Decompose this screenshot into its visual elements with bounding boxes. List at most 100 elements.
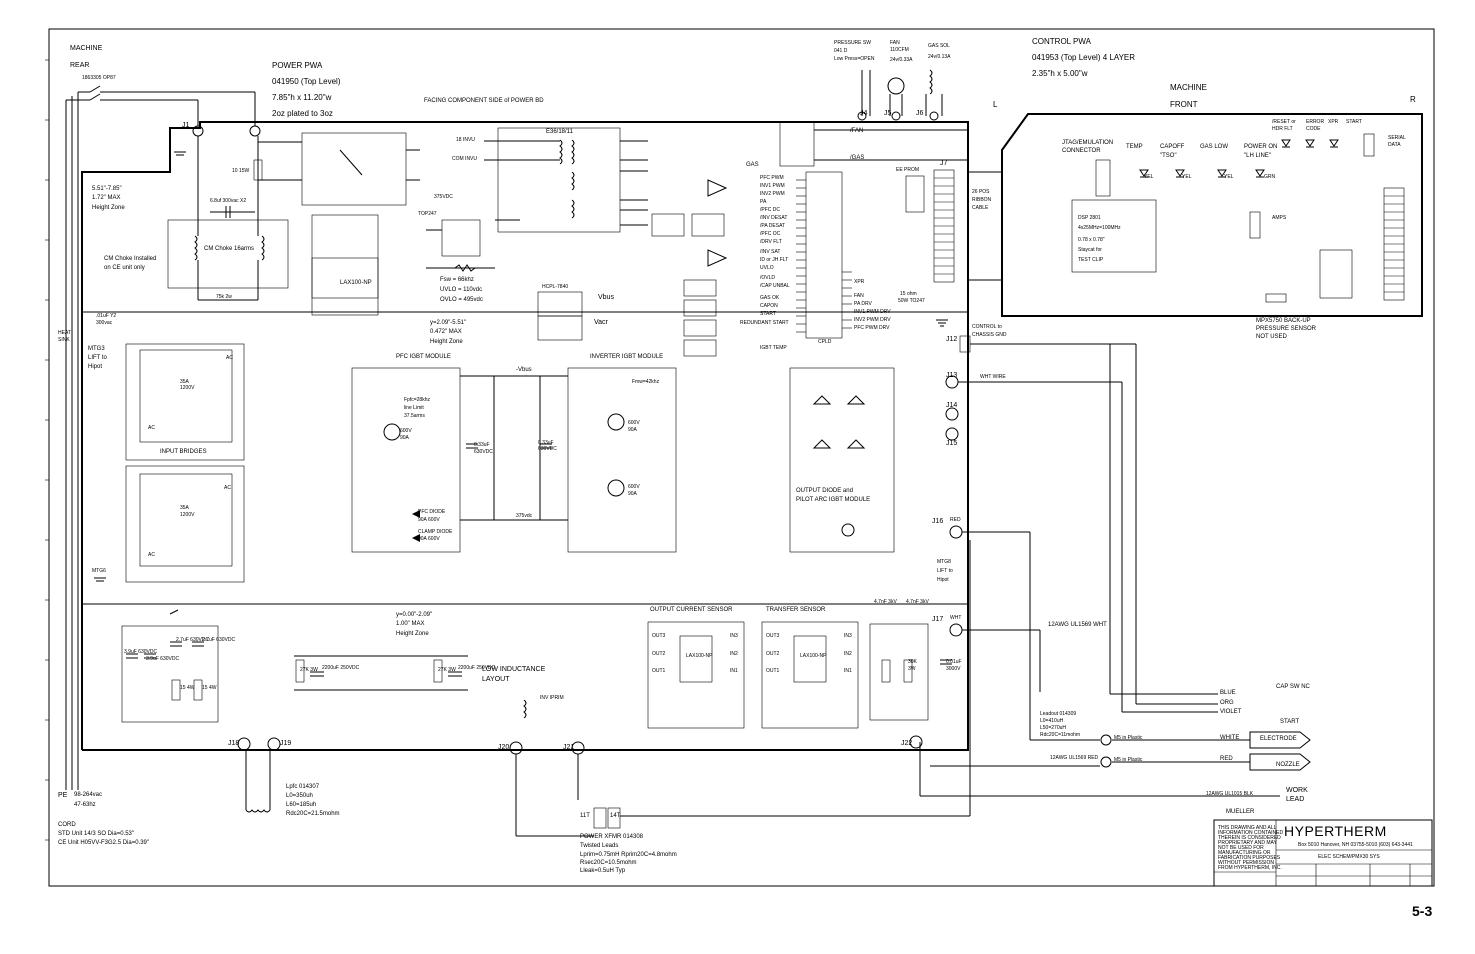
notice-5: NOT BE USED FOR <box>1218 845 1264 851</box>
mtg8-hipot: Hipot <box>937 577 949 583</box>
lax100-power: LAX100-NP <box>340 280 372 286</box>
lead-label: LEAD <box>1286 796 1305 803</box>
input-voltage: 98-264vac <box>74 792 103 798</box>
ovlo-label: OVLO = 495vdc <box>440 297 483 303</box>
left-marker: L <box>993 100 998 109</box>
xfmr-lleak: Lleak=0.5uH Typ <box>580 868 626 874</box>
mtg8-lift: LIFT to <box>937 568 953 574</box>
gas-label: GAS <box>746 162 759 168</box>
cpld-in-10: ID or JH FLT <box>760 257 789 263</box>
cpld-out-3: INV1 PWM DRV <box>854 309 891 315</box>
res-75k: 75k 2w <box>216 294 232 300</box>
rear-tag: 1863305 OP87 <box>82 75 116 81</box>
heatsink-label-1: HEAT <box>58 330 71 336</box>
machine-front-label: MACHINE <box>1170 83 1207 92</box>
gas-sol-label: GAS SOL <box>928 43 950 49</box>
awg12-red-label: 12AWG UL1569 RED <box>1050 755 1099 761</box>
gas-low-led-label: GAS LOW <box>1200 144 1229 150</box>
ts-in2: IN2 <box>844 651 852 657</box>
xfmr-part: POWER XFMR 014308 <box>580 834 644 840</box>
notice-9: FROM HYPERTHERM, INC. <box>1218 865 1282 871</box>
capoff-yel: YEL <box>1182 174 1192 180</box>
company-address: Box 5010 Hanover, NH 03755-5010 (603) 64… <box>1298 842 1413 848</box>
bridge1-voltage: 1200V <box>180 385 195 391</box>
connector-j22: J22 <box>901 740 913 747</box>
ee-prom-label: EE PROM <box>896 167 920 173</box>
capoff-led-label: CAPOFF <box>1160 144 1185 150</box>
ts-out1: OUT1 <box>766 668 780 674</box>
wht-label: WHT <box>950 615 962 621</box>
fan-label: FAN <box>890 40 900 46</box>
e36-label: E36/18/11 <box>546 129 573 135</box>
pfc-igbt-v: 600V <box>400 428 412 434</box>
mpx-pressure: PRESSURE SENSOR <box>1256 326 1317 332</box>
cm-choke-note-1: CM Choke Installed <box>104 256 157 262</box>
serial-data-label: DATA <box>1388 142 1401 148</box>
cpld-out-0: XPR <box>854 279 865 285</box>
control-leds <box>1139 139 1339 178</box>
electrode-label: ELECTRODE <box>1260 736 1297 742</box>
connector-j7: J7 <box>940 160 948 167</box>
res-15ohm-label: 15 ohm <box>900 291 917 297</box>
res-27k-a: 27K 3W <box>300 667 318 673</box>
vdc-375-label: 375VDC <box>434 194 453 200</box>
tso-label: "TSO" <box>1160 153 1177 159</box>
cap033b-rating: 630VDC <box>538 446 557 452</box>
pfc-module-label: PFC IGBT MODULE <box>396 354 451 360</box>
notice-3: THEREIN IS CONSIDERED <box>1218 835 1281 841</box>
os-in2: IN2 <box>730 651 738 657</box>
hdr-flt-label: HDR FLT <box>1272 126 1293 132</box>
cpld-in-3: PA <box>760 199 767 205</box>
redundant-start-label: REDUNDANT START <box>740 320 789 326</box>
cap033b-value: 0.33uF <box>538 440 554 446</box>
top247-label: TOP247 <box>418 211 437 217</box>
inv-iprim-label: INV IPRIM <box>540 695 564 701</box>
power-pwa-outline <box>81 121 969 751</box>
bridge1-ac-top: AC <box>226 355 233 361</box>
cpld-out-1: FAN <box>854 293 864 299</box>
res-27k-b: 27K 3W <box>438 667 456 673</box>
zone2-max: 0.472" MAX <box>430 329 462 335</box>
zone3-label: Height Zone <box>396 631 429 637</box>
os-in3: IN3 <box>730 633 738 639</box>
res-15ohm-rating: 50W TO247 <box>898 298 925 304</box>
lpfc-l60: L60=185uh <box>286 802 317 808</box>
page-number: 5-3 <box>1412 903 1433 919</box>
xpr-label: XPR <box>1328 119 1339 125</box>
cap-2200-b: 2200uF 250VDC <box>458 665 496 671</box>
pressure-sw-label: PRESSURE SW <box>834 40 871 46</box>
cap-x2-label: 6.8uf 300vac X2 <box>210 198 247 204</box>
connector-j1: J1 <box>182 122 190 129</box>
low-inductance-label: LOW INDUCTANCE <box>482 666 546 673</box>
v375-label: 375vdc <box>516 513 533 519</box>
cpld-in-7: /PFC OC <box>760 231 781 237</box>
violet-wire-label: VIOLET <box>1220 709 1242 715</box>
zone2-label: Height Zone <box>430 339 463 345</box>
company-name: HYPERTHERM <box>1284 823 1387 839</box>
electrode-lead <box>1249 731 1311 749</box>
power-pwa-size: 7.85"h x 11.20"w <box>272 93 332 102</box>
xfmr-11t: 11T <box>580 813 590 819</box>
pilot-arc-label: PILOT ARC IGBT MODULE <box>796 497 871 503</box>
fsw-label: Fsw = 66khz <box>440 277 474 283</box>
res-30k-rating: 3W <box>908 666 916 672</box>
cap-47nf-a: 4.7nF 3kV <box>874 599 897 605</box>
zone1-max: 1.72" MAX <box>92 195 121 201</box>
neg-vbus-label: -Vbus <box>516 367 532 373</box>
start-terminal-label: START <box>1280 719 1300 725</box>
poweron-grn: GRN <box>1264 174 1276 180</box>
dsp-test-clip: TEST CLIP <box>1078 257 1104 263</box>
mtg8-label: MTG8 <box>937 559 951 565</box>
control-pwa-title: CONTROL PWA <box>1032 37 1091 46</box>
leadout-rdc: Rdc20C=11mohm <box>1040 732 1081 738</box>
ribbon-label-2: RIBBON <box>972 197 992 203</box>
cpld-in-2: INV2 PWM <box>760 191 785 197</box>
cominv-label: COM INVU <box>452 156 477 162</box>
gas-signal-label: /GAS <box>850 155 865 161</box>
connector-j4: J4 <box>860 110 868 117</box>
clamp-diode-label: CLAMP DIODE <box>418 529 453 535</box>
notice-8: WITHOUT PERMISSION <box>1218 860 1275 866</box>
cpld-in-9: /INV SAT <box>760 249 781 255</box>
zone1-range: 5.51"-7.85" <box>92 186 122 192</box>
